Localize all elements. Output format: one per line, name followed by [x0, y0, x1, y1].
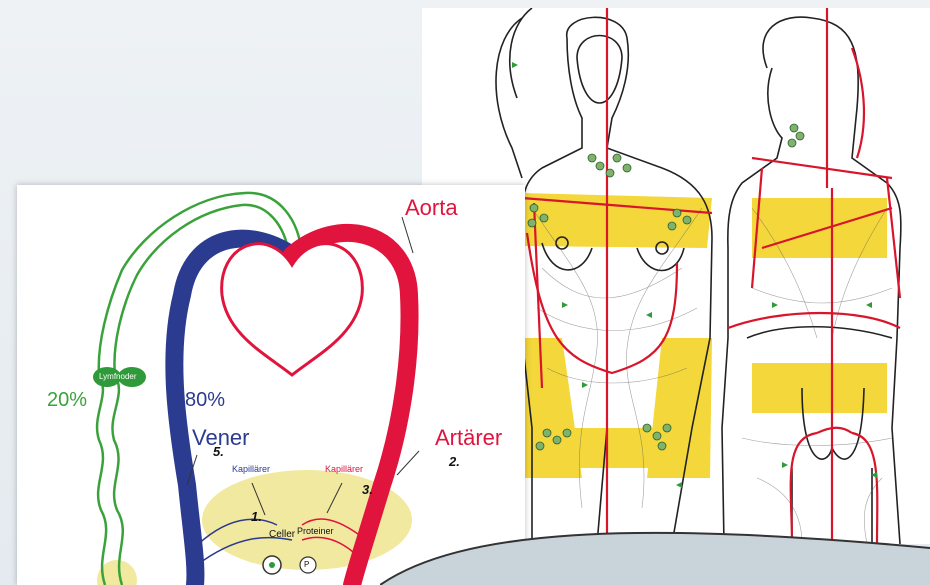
step-1-label: 1. — [251, 510, 262, 523]
step-5-label: 5. — [213, 445, 224, 458]
heart — [222, 244, 363, 375]
capillaries-right-label: Kapillärer — [325, 465, 363, 474]
lymph-percent-label: 20% — [47, 390, 87, 410]
vein-percent-label: 80% — [185, 390, 225, 410]
aorta-label: Aorta — [405, 197, 458, 219]
arteries-label: Artärer — [435, 427, 502, 449]
capillaries-left-label: Kapillärer — [232, 465, 270, 474]
protein-marker: P — [304, 561, 309, 569]
proteins-label: Proteiner — [297, 527, 334, 536]
step-2-label: 2. — [449, 455, 460, 468]
step-3-label: 3. — [362, 483, 373, 496]
decorative-wave — [380, 520, 930, 585]
lymph-nodes-label: Lymfnoder — [99, 373, 137, 381]
cells-label: Celler — [269, 530, 295, 540]
